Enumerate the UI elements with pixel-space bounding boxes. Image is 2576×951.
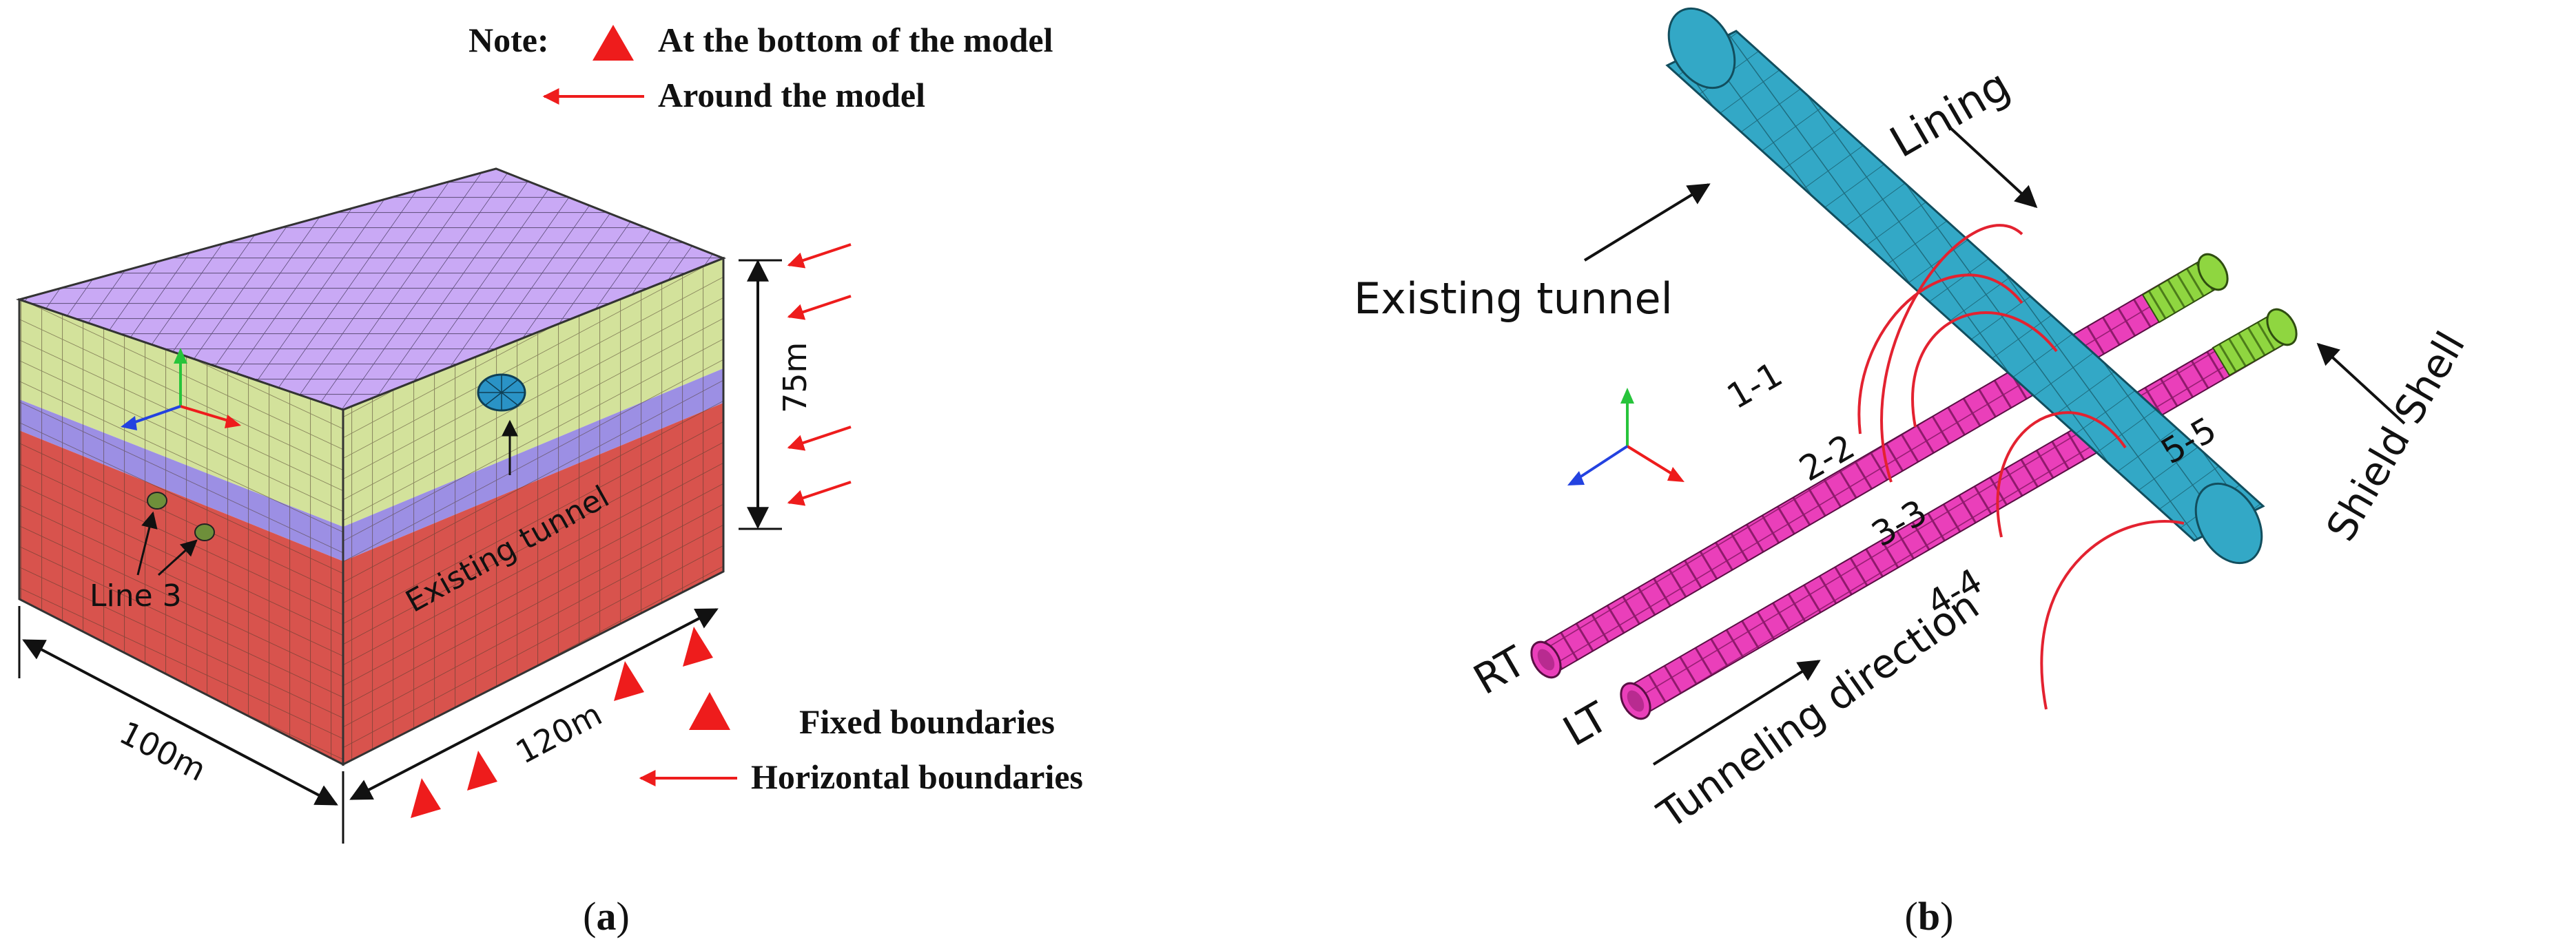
panel-b-tunnel-model: 1-1 2-2 3-3 4-4 5-5 Existing tunnel Lini…	[1354, 7, 2474, 939]
bottom-boundary-marker-icon	[593, 25, 634, 61]
note-bottom-text: At the bottom of the model	[658, 21, 1053, 59]
panel-b-caption: (b)	[1905, 894, 1954, 939]
fixed-boundary-legend-icon	[689, 692, 730, 730]
section-ring-3-3	[1911, 311, 2058, 428]
existing-tunnel-mesh	[478, 375, 525, 410]
tunneling-direction-label: Tunneling direction	[1649, 582, 1987, 838]
section-ring-1-1	[1880, 224, 2023, 483]
line3-tunnel-left-icon	[147, 492, 167, 510]
existing-tunnel	[1665, 7, 2265, 565]
section-ring-5-5	[2040, 520, 2185, 710]
lining-pointer	[1948, 126, 2038, 209]
tunneling-direction-arrow	[1652, 660, 1821, 766]
width-dimension-line	[22, 639, 338, 806]
lining-label: Lining	[1882, 59, 2018, 167]
line3-label: Line 3	[90, 578, 182, 614]
fixed-boundary-markers	[411, 627, 713, 818]
line3-tunnel-right-icon	[194, 523, 215, 541]
rt-label: RT	[1466, 637, 1534, 704]
note-label: Note:	[468, 21, 549, 59]
section-rings	[1857, 224, 2185, 710]
axes-triad-a	[121, 348, 241, 430]
note-around-text: Around the model	[658, 76, 925, 114]
horizontal-boundary-legend-text: Horizontal boundaries	[751, 757, 1083, 796]
section-ring-2-2	[1857, 273, 2023, 435]
section-ring-4-4	[1996, 411, 2127, 538]
horizontal-boundary-arrows	[787, 243, 852, 506]
existing-tunnel-label-b: Existing tunnel	[1354, 273, 1673, 324]
height-dimension-label: 75m	[776, 342, 814, 413]
width-dimension-label: 100m	[114, 714, 212, 788]
fixed-boundary-legend-text: Fixed boundaries	[799, 702, 1055, 741]
shield-shell-label: Shield Shell	[2317, 324, 2474, 549]
panel-a-caption: (a)	[583, 894, 630, 939]
existing-tunnel-pointer-b	[1583, 183, 1711, 262]
section-label-1-1: 1-1	[1720, 354, 1789, 417]
shield-shell-pointer	[2316, 342, 2406, 425]
line3-pointer-2	[157, 539, 198, 576]
length-dimension-line	[349, 608, 719, 800]
axes-triad-b	[1567, 388, 1684, 485]
lt-label: LT	[1556, 693, 1617, 756]
panel-a-soil-model: Note: At the bottom of the model Around …	[15, 21, 1083, 939]
line3-pointer-1	[136, 511, 158, 576]
length-dimension-label: 120m	[510, 696, 608, 771]
